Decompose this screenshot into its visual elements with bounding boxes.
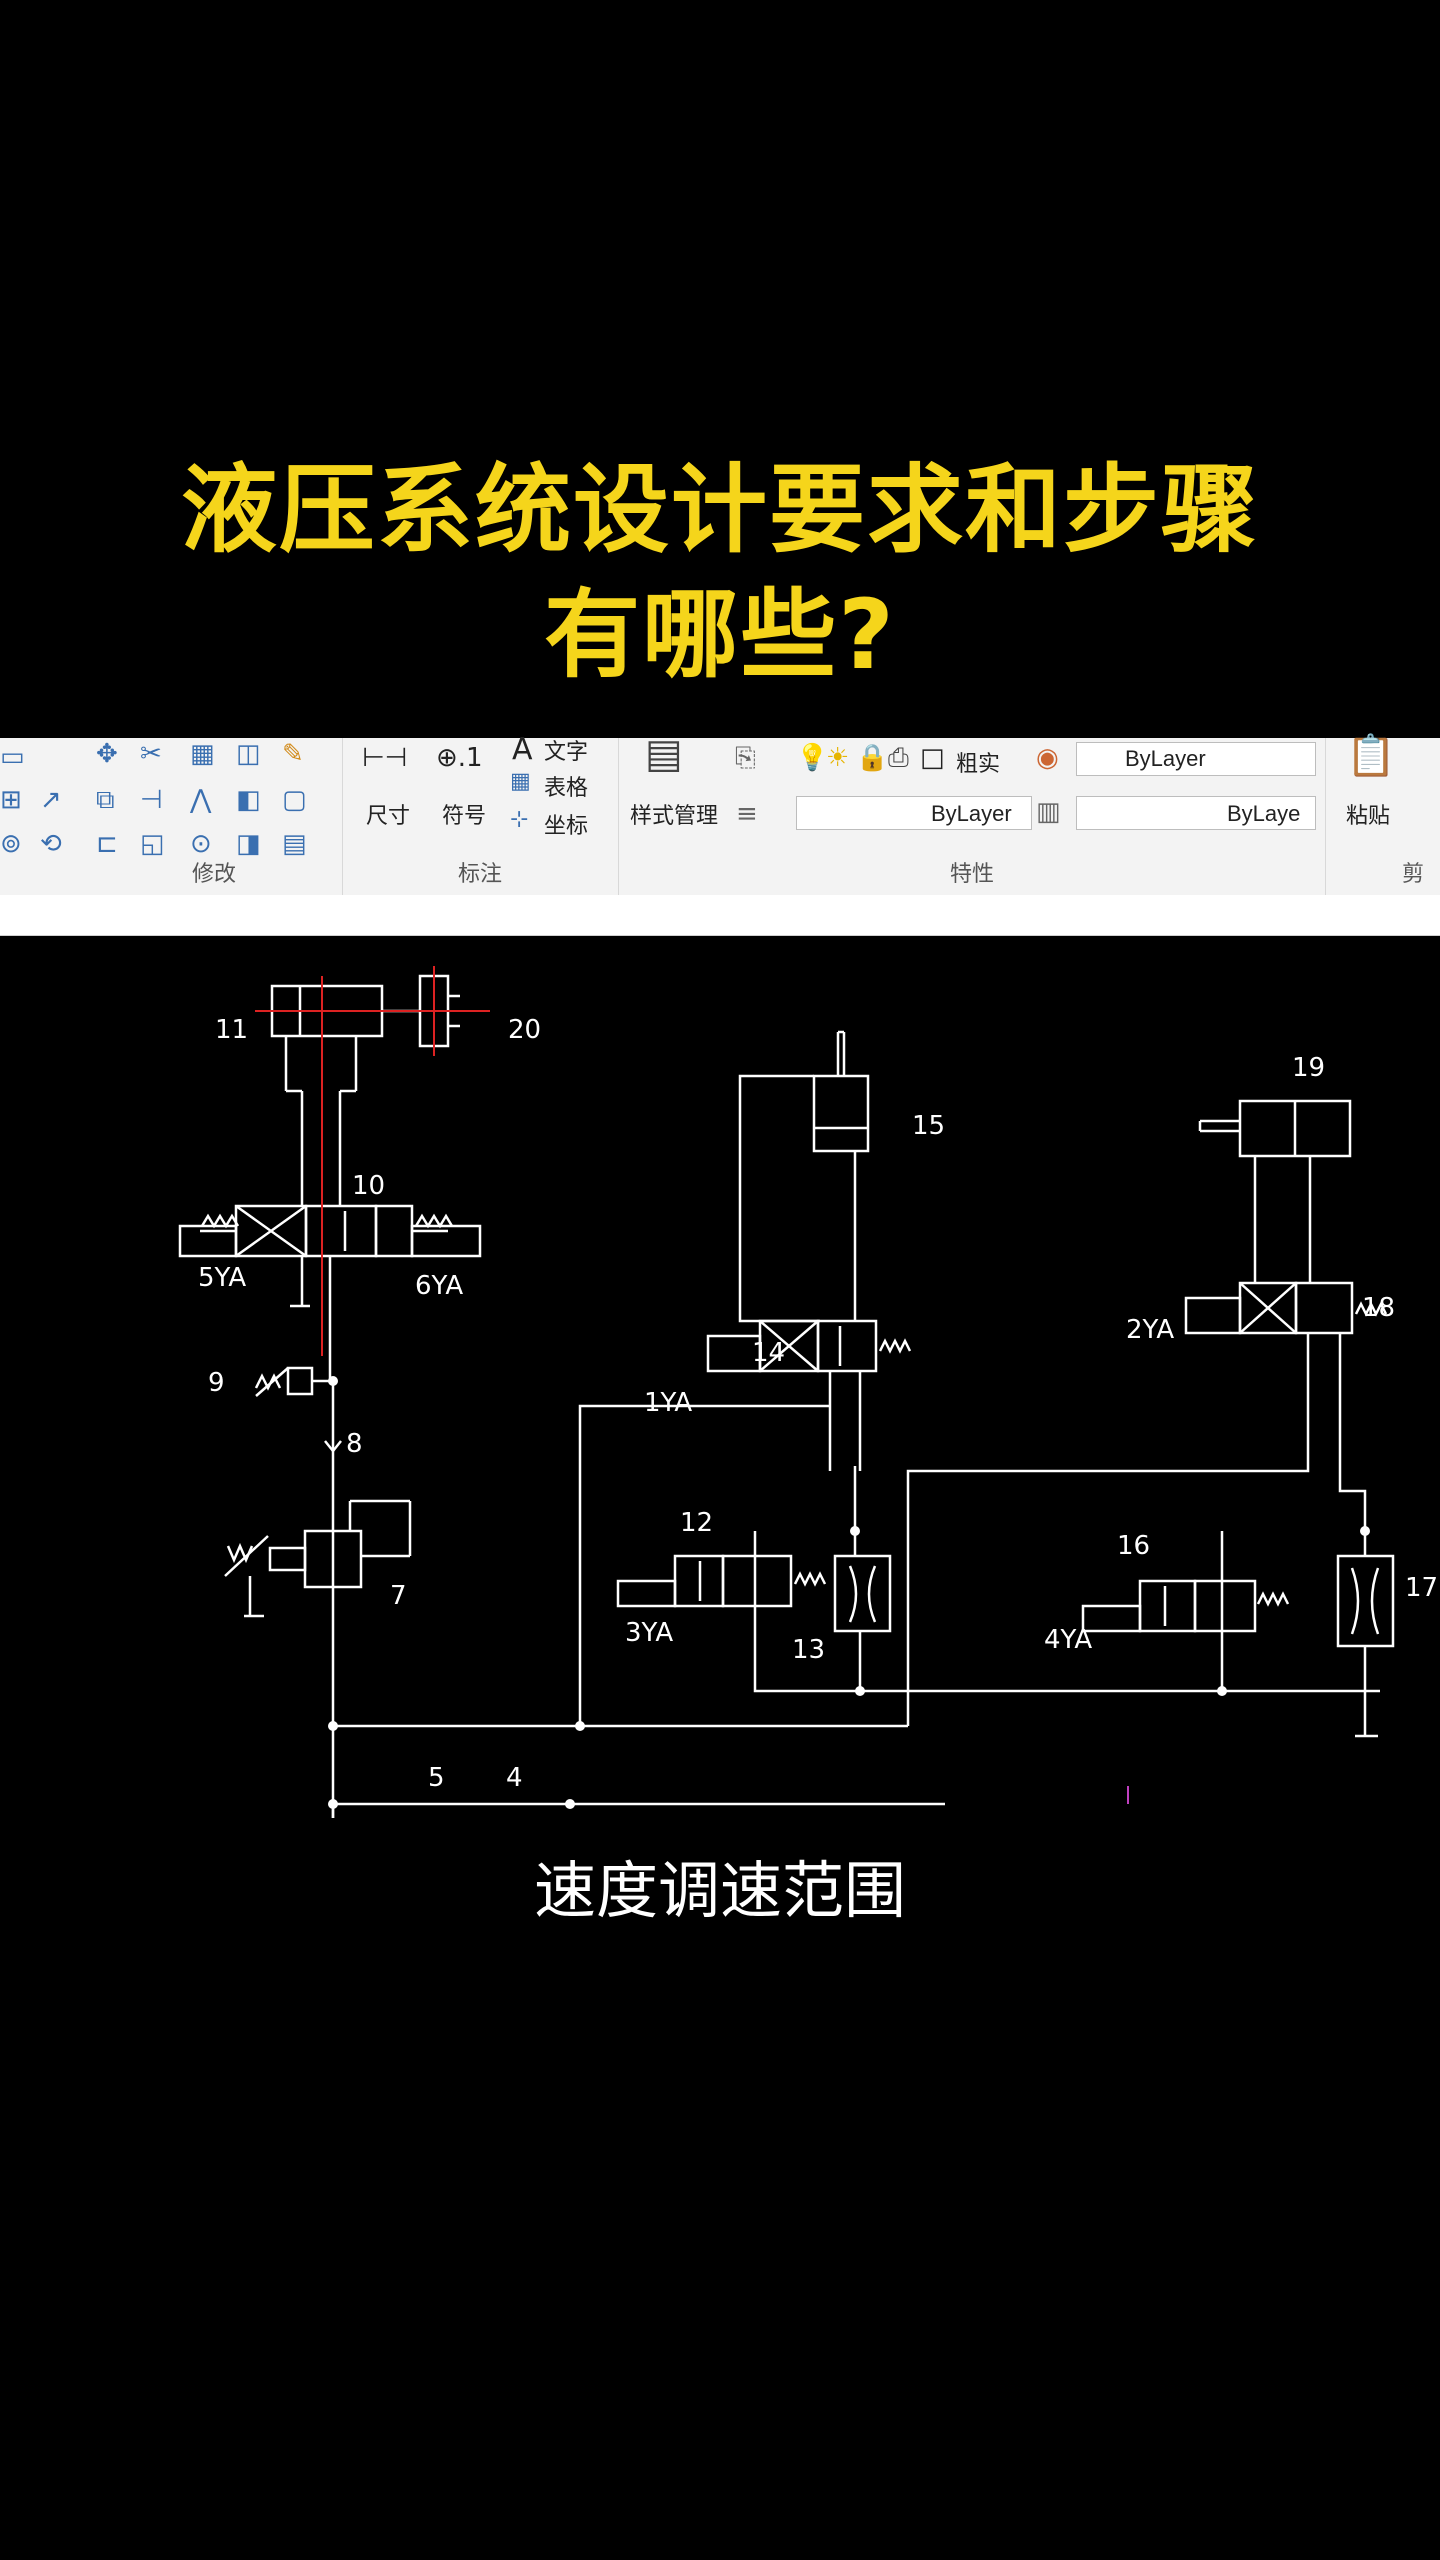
rectangle-icon[interactable]: ▢ bbox=[282, 785, 307, 815]
color-wheel-icon[interactable]: ◉ bbox=[1036, 743, 1059, 773]
edit-pencil-icon[interactable]: ✎ bbox=[282, 739, 304, 769]
match-properties-icon[interactable]: ⎘ bbox=[735, 743, 756, 773]
video-subtitle: 速度调速范围 bbox=[533, 1854, 906, 1927]
scale-icon[interactable]: ◱ bbox=[140, 829, 165, 859]
coordinate-icon[interactable]: ⊹ bbox=[510, 807, 529, 832]
label-14: 14 bbox=[752, 1338, 785, 1368]
label-11: 11 bbox=[215, 1015, 248, 1045]
label-5: 5 bbox=[428, 1763, 445, 1793]
break-icon[interactable]: ◨ bbox=[236, 829, 261, 859]
lineweight-value[interactable]: 粗实 bbox=[956, 752, 1001, 777]
stretch-tool-icon[interactable]: ⊏ bbox=[96, 829, 118, 859]
label-20: 20 bbox=[508, 1015, 541, 1045]
linetype-dropdown[interactable]: ByLayer bbox=[796, 796, 1032, 830]
array-icon[interactable]: ⊞ bbox=[0, 785, 22, 815]
panel-label-modify: 修改 bbox=[192, 862, 237, 887]
explode-icon[interactable]: ◫ bbox=[236, 739, 261, 769]
pointer-icon[interactable]: ↗ bbox=[40, 785, 62, 815]
cylinder-15 bbox=[812, 1074, 870, 1153]
stretch-icon[interactable]: ▭ bbox=[0, 742, 25, 772]
paste-label[interactable]: 粘贴 bbox=[1346, 804, 1391, 829]
sun-icon[interactable]: ☀ bbox=[826, 743, 850, 773]
label-4YA: 4YA bbox=[1044, 1625, 1092, 1655]
color-swatch-icon[interactable]: □ bbox=[920, 743, 945, 773]
panel-label-annotate: 标注 bbox=[458, 862, 503, 887]
erase-icon[interactable]: ▦ bbox=[190, 739, 215, 769]
extend-icon[interactable]: ⊣ bbox=[140, 785, 163, 815]
lineweight-icon[interactable]: ≡ bbox=[736, 799, 758, 829]
mirror-icon[interactable]: ⋀ bbox=[190, 785, 212, 815]
valve-10-mid bbox=[304, 1204, 378, 1258]
label-12: 12 bbox=[680, 1508, 713, 1538]
hatch-icon[interactable]: ▤ bbox=[282, 829, 307, 859]
video-title-line-2: 有哪些? bbox=[544, 579, 896, 691]
symbol-icon[interactable]: ⊕.1 bbox=[436, 743, 483, 773]
label-18: 18 bbox=[1362, 1293, 1395, 1323]
coordinate-label[interactable]: 坐标 bbox=[544, 814, 589, 839]
lightbulb-icon[interactable]: 💡 bbox=[796, 743, 829, 773]
label-3YA: 3YA bbox=[625, 1618, 673, 1648]
table-label[interactable]: 表格 bbox=[544, 776, 589, 801]
label-10: 10 bbox=[352, 1171, 385, 1201]
trim-icon[interactable]: ✂ bbox=[140, 739, 162, 769]
label-8: 8 bbox=[346, 1429, 363, 1459]
video-title-line-1: 液压系统设计要求和步骤 bbox=[181, 454, 1259, 566]
style-manager-label[interactable]: 样式管理 bbox=[630, 804, 719, 829]
label-16: 16 bbox=[1117, 1531, 1150, 1561]
throttle-13 bbox=[833, 1554, 892, 1633]
label-7: 7 bbox=[390, 1581, 407, 1611]
table-icon[interactable]: ▦ bbox=[510, 769, 531, 794]
cad-drawing-area[interactable]: 11 20 10 5YA 6YA 9 8 7 15 14 1YA 12 3YA … bbox=[0, 936, 1440, 1936]
rotate-icon[interactable]: ⟲ bbox=[40, 829, 62, 859]
symbol-label[interactable]: 符号 bbox=[442, 804, 487, 829]
offset-icon[interactable]: ⊚ bbox=[0, 829, 22, 859]
move-icon[interactable]: ✥ bbox=[96, 739, 118, 769]
print-icon[interactable]: ⎙ bbox=[888, 743, 909, 773]
lock-icon[interactable]: 🔒 bbox=[856, 743, 889, 773]
label-15: 15 bbox=[912, 1111, 945, 1141]
text-label[interactable]: 文字 bbox=[544, 740, 589, 765]
label-13: 13 bbox=[792, 1635, 825, 1665]
ribbon-bottom-strip bbox=[0, 895, 1440, 936]
throttle-17 bbox=[1336, 1554, 1395, 1648]
style-manager-icon[interactable]: ▤ bbox=[645, 731, 683, 777]
label-2YA: 2YA bbox=[1126, 1315, 1174, 1345]
valve-18-b bbox=[1294, 1281, 1354, 1335]
label-19: 19 bbox=[1292, 1053, 1325, 1083]
lineweight-list-icon[interactable]: ▥ bbox=[1036, 797, 1061, 827]
label-9: 9 bbox=[208, 1368, 225, 1398]
valve-14-b bbox=[816, 1319, 878, 1373]
label-5YA: 5YA bbox=[198, 1263, 246, 1293]
label-1YA: 1YA bbox=[644, 1388, 692, 1418]
join-icon[interactable]: ◧ bbox=[236, 785, 261, 815]
label-4: 4 bbox=[506, 1763, 523, 1793]
label-17: 17 bbox=[1405, 1573, 1438, 1603]
color-dropdown[interactable]: ByLayer bbox=[1076, 742, 1316, 776]
paste-icon[interactable]: 📋 bbox=[1346, 733, 1396, 779]
linetype2-dropdown[interactable]: ByLaye bbox=[1076, 796, 1316, 830]
copy-icon[interactable]: ⧉ bbox=[96, 785, 115, 815]
hydraulic-schematic: 11 20 10 5YA 6YA 9 8 7 15 14 1YA 12 3YA … bbox=[178, 966, 1438, 1936]
fillet-icon[interactable]: ⊙ bbox=[190, 829, 212, 859]
text-icon[interactable]: A bbox=[512, 732, 533, 767]
cad-ribbon: ▭ ⊞ ⊚ ↗ ⟲ ✥ ⧉ ⊏ ✂ ⊣ ◱ ▦ ⋀ ⊙ ◫ ◧ ◨ ✎ ▢ ▤ … bbox=[0, 731, 1440, 919]
dimension-icon[interactable]: ⊢⊣ bbox=[362, 743, 408, 773]
panel-label-properties: 特性 bbox=[950, 862, 995, 887]
label-6YA: 6YA bbox=[415, 1271, 463, 1301]
dimension-label[interactable]: 尺寸 bbox=[366, 804, 411, 829]
